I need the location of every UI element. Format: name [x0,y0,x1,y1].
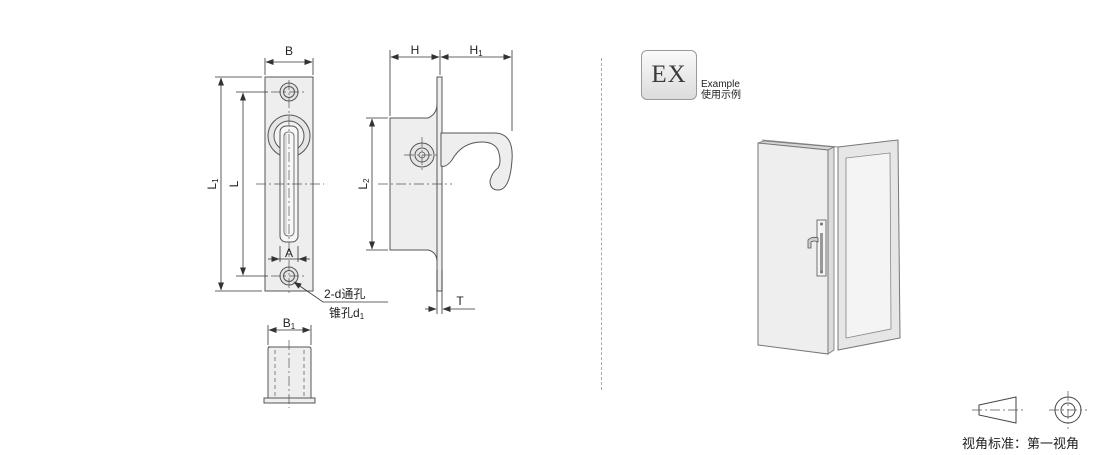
bottom-view-body [267,346,312,399]
section-divider [601,58,602,390]
front-view: B L1 L A 2-d通孔 锥孔d1 [205,44,388,321]
truncated-cone-icon [972,396,1024,424]
side-body [389,103,438,263]
dim-b1-label: B1 [283,316,296,331]
concentric-circles-icon [1049,391,1087,429]
example-caption: Example 使用示例 [701,79,741,101]
dim-a-label: A [285,246,293,260]
hole-note-line1: 2-d通孔 [324,287,365,301]
door-panel [757,142,829,355]
hook-handle [440,132,513,191]
side-view: H H1 L2 T [356,43,513,314]
dim-h1-label: H1 [469,43,483,58]
dim-b-label: B [285,44,293,58]
door-hook [807,236,819,249]
dim-t-label: T [456,294,464,308]
example-caption-en: Example [701,79,740,90]
bottom-view: B1 [263,316,316,408]
dim-h-label: H [411,43,420,57]
dim-l1-label: L1 [205,178,220,190]
projection-caption: 视角标准：第一视角 [962,436,1080,451]
hole-note-line2: 锥孔d1 [329,306,365,321]
dim-l2-label: L2 [356,178,371,190]
example-caption-cn: 使用示例 [701,90,741,101]
hole-note-leader [293,281,388,303]
projection-symbol [972,391,1087,429]
example-badge-text: EX [651,61,687,88]
example-badge: EX [641,50,697,100]
dim-l-label: L [227,180,241,187]
door-illustration [757,139,901,355]
